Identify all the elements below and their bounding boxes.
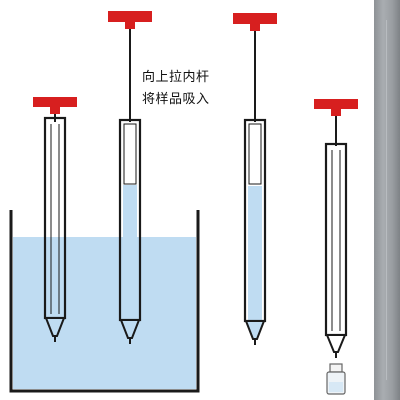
sampler-1 (33, 97, 77, 342)
vial-liquid (329, 382, 343, 392)
beaker-liquid (13, 237, 196, 389)
sampler-1-handle (33, 97, 77, 107)
sample-vial (326, 363, 346, 395)
vial-cap (329, 363, 343, 373)
sampler-3-plunger (248, 123, 262, 185)
sampler-2-tube-liquid (123, 185, 137, 319)
annotation-line-2: 将样品吸入 (142, 92, 210, 107)
sampler-3-tip (244, 320, 266, 340)
sampler-1-tube-liquid (48, 237, 62, 318)
beaker-outline (9, 210, 200, 393)
sampler-3-tube-liquid (248, 186, 262, 320)
annotation-line-1: 向上拉内杆 (142, 70, 210, 85)
sampler-3-handle (233, 13, 277, 24)
sampler-1-tip (44, 317, 66, 337)
sampler-2-plunger (123, 123, 137, 185)
sampler-4-tip (325, 334, 347, 353)
beaker (9, 210, 200, 393)
sampler-4 (314, 99, 358, 395)
sampler-2-tip (119, 319, 141, 339)
sampler-4-tube (324, 142, 348, 337)
sampler-2-handle (108, 11, 152, 22)
sampler-4-handle (314, 99, 358, 109)
photo-strip (374, 0, 400, 400)
photo-strip-edge (386, 20, 387, 380)
sampler-3 (233, 13, 277, 345)
sampler-3-handle-stem (250, 23, 260, 31)
sampler-2 (108, 11, 152, 344)
sampler-1-handle-stem (50, 106, 60, 114)
sampler-2-handle-stem (125, 21, 135, 29)
sampler-4-handle-stem (331, 108, 341, 116)
